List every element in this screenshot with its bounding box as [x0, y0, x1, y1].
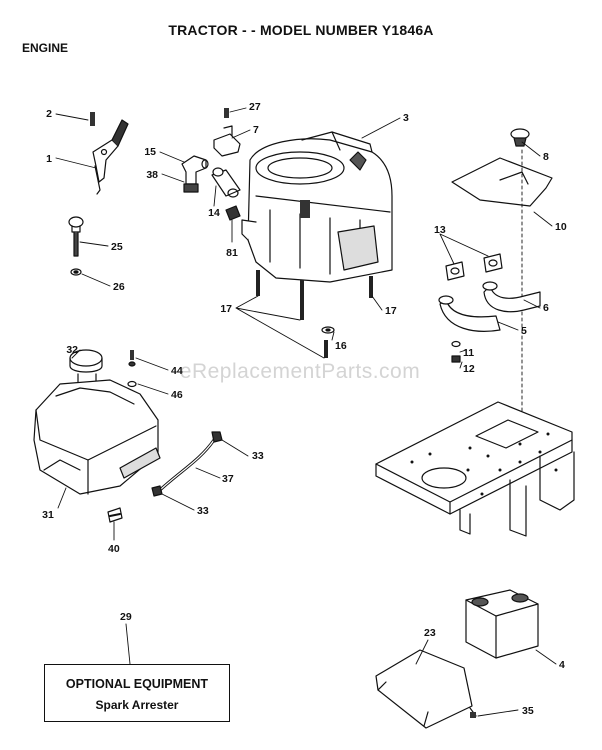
callout-2: 2 [46, 108, 52, 120]
callout-8: 8 [543, 151, 549, 163]
engine-mount-bolts [256, 270, 373, 358]
section-label: ENGINE [22, 41, 69, 55]
callout-12: 12 [463, 363, 475, 375]
callout-15: 15 [144, 146, 156, 158]
callout-40: 40 [108, 543, 120, 555]
callout-33a: 33 [252, 450, 264, 462]
callout-38: 38 [146, 169, 158, 181]
leader-lines [55, 107, 557, 717]
callout-44: 44 [171, 365, 183, 377]
choke-knob-part [68, 216, 84, 276]
callout-27: 27 [249, 101, 261, 113]
heat-shield-part [451, 128, 553, 421]
callout-26: 26 [113, 281, 125, 293]
callout-46: 46 [171, 389, 183, 401]
fuel-fitting-parts [181, 108, 241, 221]
optional-equipment-item: Spark Arrester [95, 698, 179, 712]
callout-3: 3 [403, 112, 409, 124]
callout-17b: 17 [385, 305, 397, 317]
callout-7: 7 [253, 124, 259, 136]
callout-32: 32 [66, 344, 78, 356]
callout-10: 10 [555, 221, 567, 233]
engine-assembly [241, 131, 393, 283]
fuel-line-parts [107, 431, 223, 523]
muffler-assembly [375, 589, 539, 729]
watermark: eReplacementParts.com [179, 360, 421, 383]
callout-29: 29 [120, 611, 132, 623]
callout-37: 37 [222, 473, 234, 485]
throttle-control-part [90, 112, 129, 195]
optional-equipment-box: OPTIONAL EQUIPMENT Spark Arrester [44, 664, 230, 722]
exhaust-pipes [438, 253, 541, 363]
callout-5: 5 [521, 325, 527, 337]
diagram-title: TRACTOR - - MODEL NUMBER Y1846A [168, 22, 434, 38]
callout-13: 13 [434, 224, 446, 236]
callout-31: 31 [42, 509, 54, 521]
callout-25: 25 [111, 241, 123, 253]
tractor-frame [375, 401, 575, 537]
callout-4: 4 [559, 659, 565, 671]
callout-1: 1 [46, 153, 52, 165]
callout-6: 6 [543, 302, 549, 314]
callout-11: 11 [463, 347, 474, 359]
callout-numbers: 1 2 3 4 5 6 7 8 10 11 12 13 14 15 16 17 … [42, 101, 567, 717]
callout-16: 16 [335, 340, 347, 352]
callout-17a: 17 [220, 303, 232, 315]
callout-14: 14 [208, 207, 220, 219]
callout-81: 81 [226, 247, 238, 259]
callout-23: 23 [424, 627, 436, 639]
callout-33b: 33 [197, 505, 209, 517]
fuel-tank-assembly [33, 349, 161, 495]
callout-35: 35 [522, 705, 534, 717]
optional-equipment-heading: OPTIONAL EQUIPMENT [65, 677, 209, 691]
